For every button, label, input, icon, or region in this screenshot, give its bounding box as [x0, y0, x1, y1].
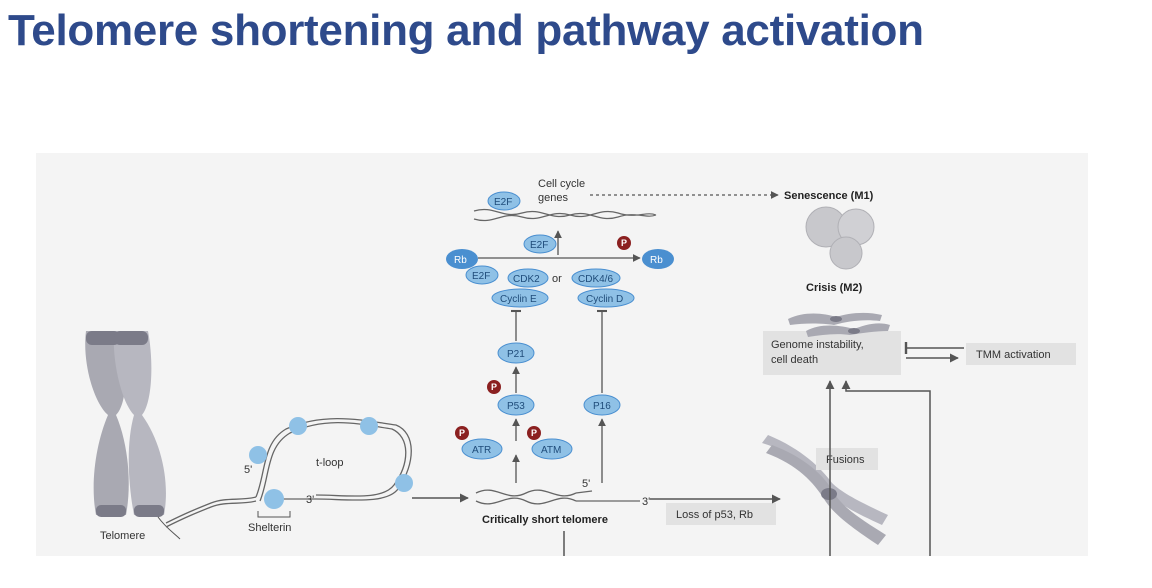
telomere-label: Telomere	[100, 530, 145, 542]
loss-p53-rb-label: Loss of p53, Rb	[676, 509, 753, 521]
shelterin-label: Shelterin	[248, 522, 291, 534]
e2f-bound-protein: E2F	[472, 271, 490, 282]
tmm-activation-label: TMM activation	[976, 349, 1051, 361]
senescence-label: Senescence (M1)	[784, 190, 874, 202]
cell-cycle-dna	[473, 209, 657, 221]
t-loop-label: t-loop	[316, 457, 344, 469]
loss-p53-rb-box	[666, 503, 776, 525]
cdk46-protein: CDK4/6	[578, 274, 613, 285]
slide-title: Telomere shortening and pathway activati…	[8, 6, 924, 55]
fusions-label: Fusions	[826, 454, 865, 466]
crisis-label: Crisis (M2)	[806, 282, 863, 294]
p53-protein: P53	[507, 401, 525, 412]
atm-phospho-mark: P	[531, 428, 537, 438]
e2f-free-protein: E2F	[530, 240, 548, 251]
shelterin-complexes	[249, 417, 413, 509]
arrow-loss-to-genome-instability	[841, 380, 931, 556]
telomere-dna-strand	[165, 417, 412, 528]
cdk2-protein: CDK2	[513, 274, 540, 285]
p16-protein: P16	[593, 401, 611, 412]
rb-phospho-protein: Rb	[650, 255, 663, 266]
five-prime-loop-label: 5'	[244, 464, 252, 476]
p53-phospho-mark: P	[491, 382, 497, 392]
cell-cycle-line1: Cell cycle	[538, 178, 585, 190]
five-prime-dna-label: 5'	[582, 478, 590, 490]
three-prime-loop-label: 3'	[306, 494, 314, 506]
atr-protein: ATR	[472, 445, 491, 456]
fusions-box	[816, 448, 878, 470]
three-prime-dna-label: 3'	[642, 496, 650, 508]
genome-instability-box	[763, 331, 901, 375]
short-telomere-dna	[475, 489, 640, 505]
p21-protein: P21	[507, 349, 525, 360]
atm-protein: ATM	[541, 445, 561, 456]
rb-phospho-mark: P	[621, 238, 627, 248]
genome-instability-line2: cell death	[771, 354, 818, 366]
genome-instability-line1: Genome instability,	[771, 339, 864, 351]
or-label: or	[552, 273, 562, 285]
pathway-diagram: Telomere 5' t-loop 3' Shelterin 5' 3' Cr…	[85, 178, 1076, 556]
critically-short-telomere-label: Critically short telomere	[482, 514, 608, 526]
fused-chromosomes	[762, 435, 888, 545]
cell-cycle-line2: genes	[538, 192, 568, 204]
cyclin-d-protein: Cyclin D	[586, 294, 623, 305]
atr-phospho-mark: P	[459, 428, 465, 438]
rb-protein: Rb	[454, 255, 467, 266]
figure-panel: Telomere 5' t-loop 3' Shelterin 5' 3' Cr…	[36, 153, 1088, 556]
cyclin-e-protein: Cyclin E	[500, 294, 537, 305]
senescent-cells	[805, 206, 875, 270]
e2f-dna-protein: E2F	[494, 197, 512, 208]
chromosome-illustration	[85, 331, 166, 517]
crisis-cells	[788, 312, 890, 337]
tmm-activation-box	[966, 343, 1076, 365]
